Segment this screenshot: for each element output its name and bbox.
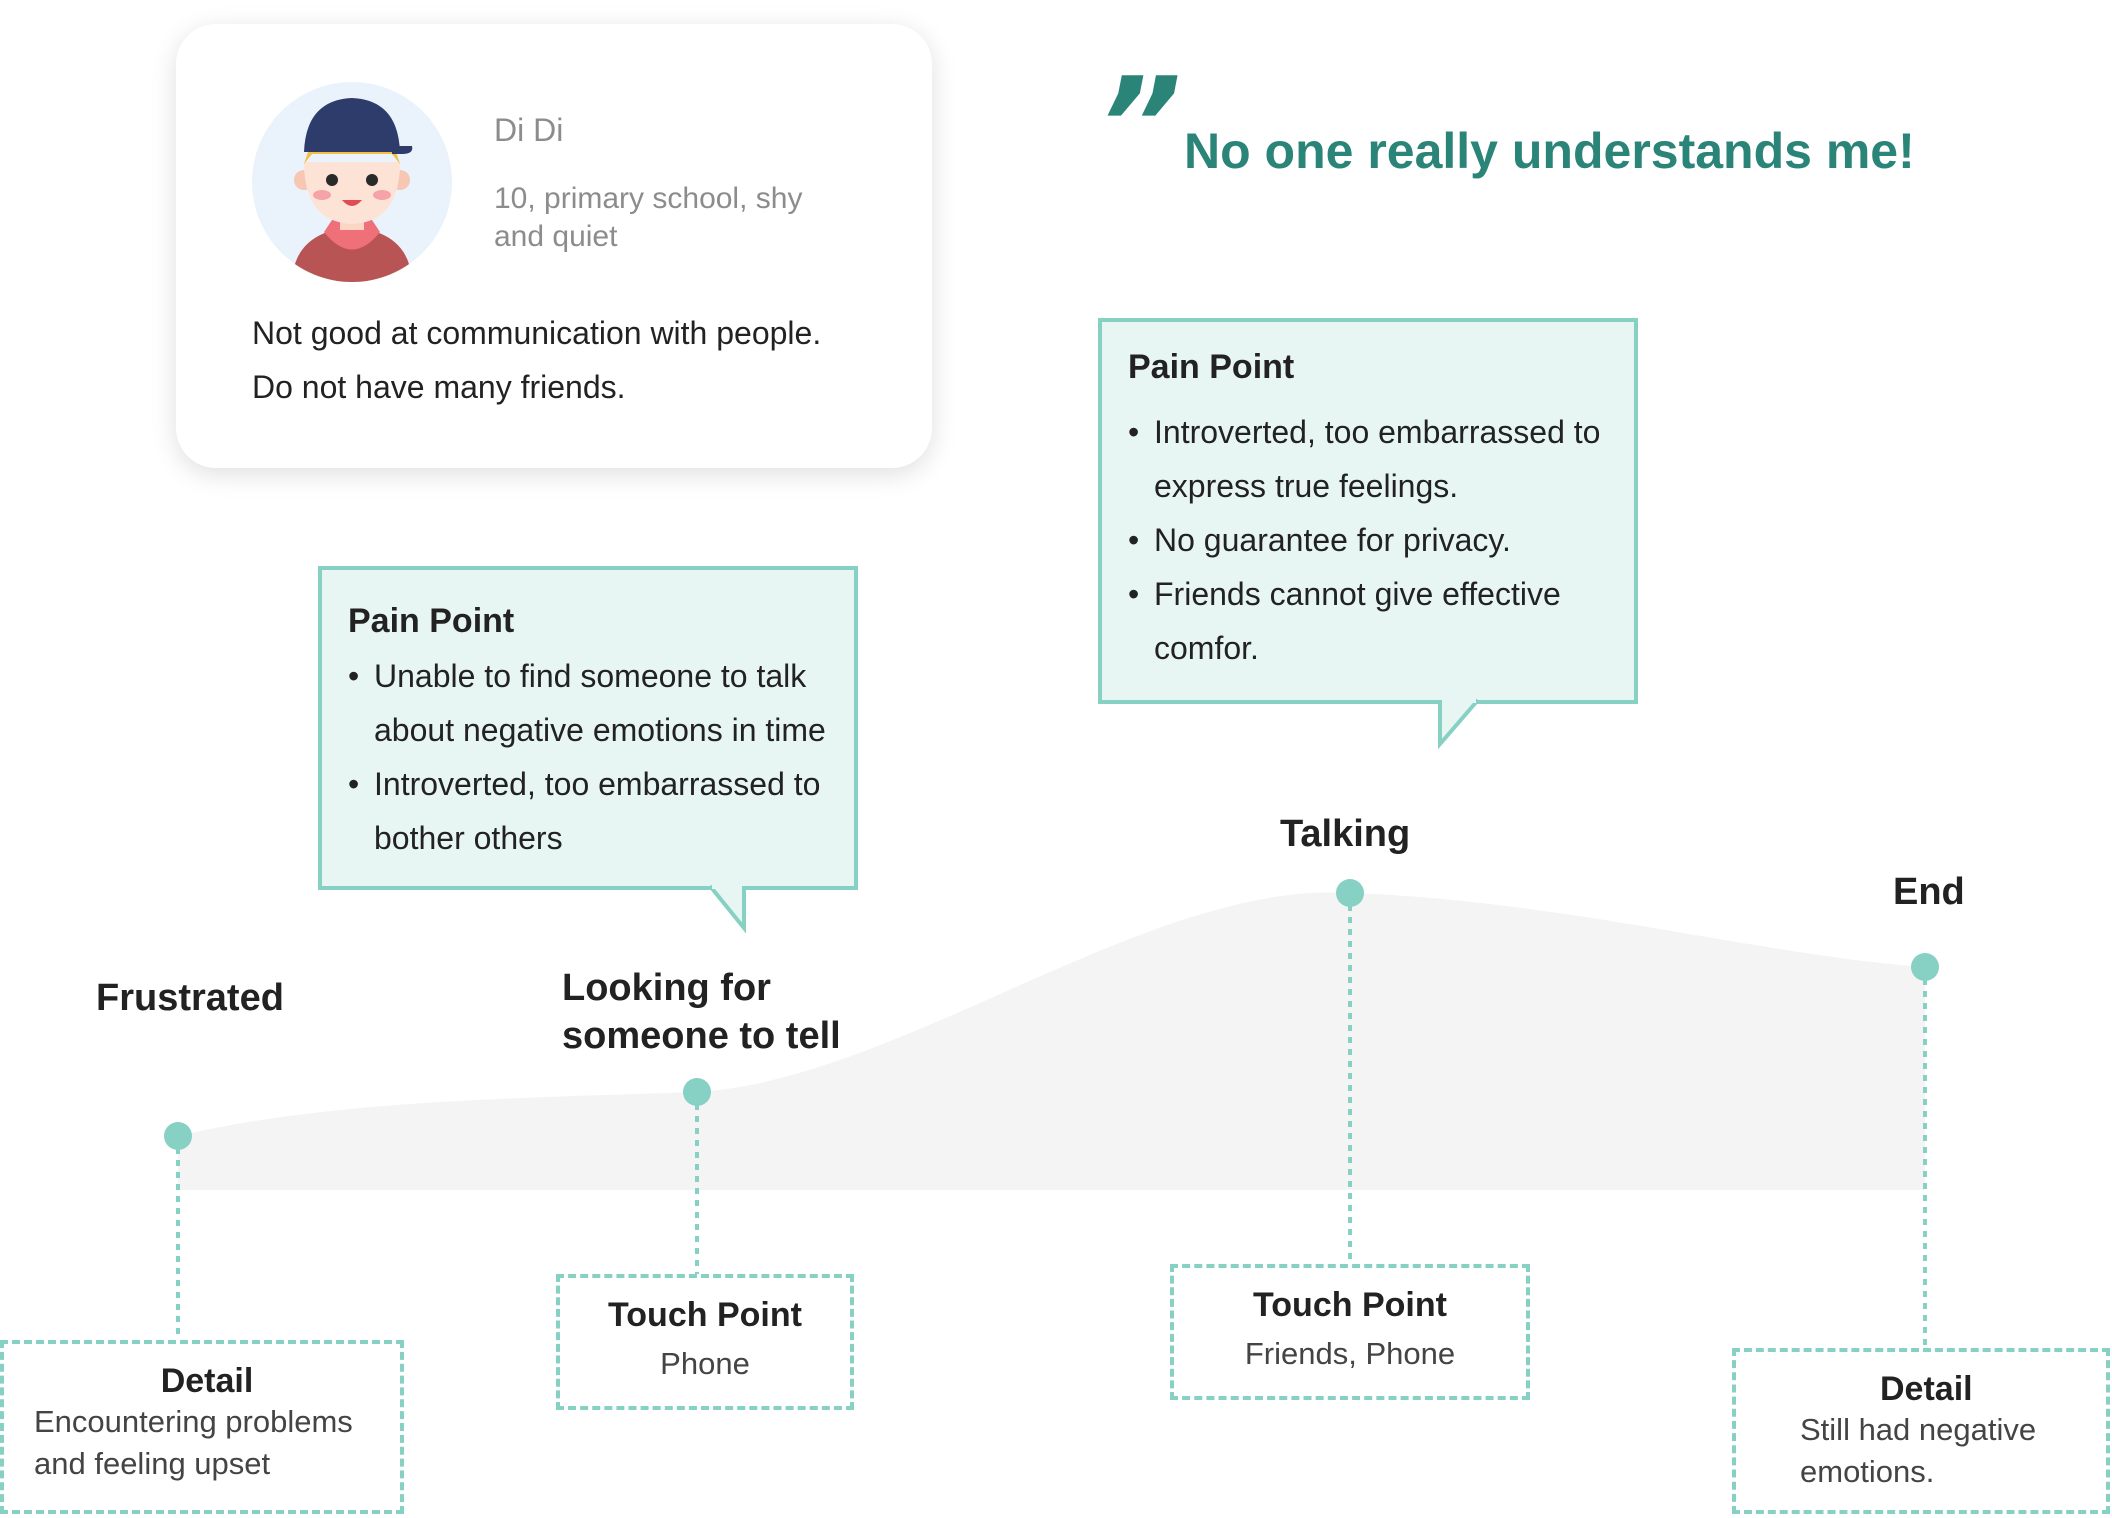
touch-point-card-looking: Touch Point Phone	[556, 1274, 854, 1410]
boy-avatar-icon	[252, 82, 452, 282]
pain-point-item: Introverted, too embarrassed to express …	[1128, 405, 1610, 513]
card-title: Detail	[1880, 1370, 1973, 1408]
stage-dot-talking	[1336, 879, 1364, 907]
quote-mark-icon: ”	[1098, 49, 1182, 201]
pain-point-title: Pain Point	[1128, 348, 1295, 386]
touch-point-card-talking: Touch Point Friends, Phone	[1170, 1264, 1530, 1400]
detail-card-end: Detail Still had negative emotions.	[1732, 1348, 2110, 1514]
pain-point-list: Unable to find someone to talk about neg…	[348, 649, 830, 865]
avatar	[252, 82, 452, 282]
persona-bio-line: Not good at communication with people.	[252, 315, 822, 351]
pain-point-item: Unable to find someone to talk about neg…	[348, 649, 830, 757]
stage-label-talking: Talking	[1280, 813, 1411, 855]
quote-text: No one really understands me!	[1184, 123, 1915, 179]
pain-point-list: Introverted, too embarrassed to express …	[1128, 405, 1610, 675]
stage-label-end: End	[1893, 871, 1965, 913]
card-body: Encountering problems and feeling upset	[34, 1404, 353, 1481]
persona-name: Di Di	[494, 112, 564, 148]
card-title: Touch Point	[608, 1296, 802, 1334]
pain-point-item: Introverted, too embarrassed to bother o…	[348, 757, 830, 865]
detail-card-frustrated: Detail Encountering problems and feeling…	[0, 1340, 404, 1514]
pain-point-item: Friends cannot give effective comfor.	[1128, 567, 1610, 675]
stage-dot-looking	[683, 1078, 711, 1106]
stage-dot-end	[1911, 953, 1939, 981]
persona-card: Di Di 10, primary school, shy and quiet …	[176, 24, 932, 468]
card-body: Friends, Phone	[1244, 1336, 1456, 1371]
stage-label-frustrated: Frustrated	[96, 977, 284, 1019]
persona-description: 10, primary school, shy and quiet	[494, 182, 803, 253]
card-title: Touch Point	[1253, 1286, 1447, 1324]
stage-dot-frustrated	[164, 1122, 192, 1150]
card-body: Still had negative emotions.	[1800, 1412, 2037, 1489]
emotion-curve-area	[178, 892, 1925, 1190]
pain-point-item: No guarantee for privacy.	[1128, 513, 1610, 567]
card-title: Detail	[160, 1362, 254, 1400]
pain-point-bubble-looking: Pain Point Unable to find someone to tal…	[318, 566, 858, 890]
persona-bio-line: Do not have many friends.	[252, 369, 626, 405]
stage-label-looking: Looking for someone to tell	[562, 967, 841, 1057]
pain-point-bubble-talking: Pain Point Introverted, too embarrassed …	[1098, 318, 1638, 704]
card-body: Phone	[660, 1346, 750, 1381]
persona-bio: Not good at communication with people. D…	[252, 306, 912, 414]
pain-point-title: Pain Point	[348, 602, 515, 640]
